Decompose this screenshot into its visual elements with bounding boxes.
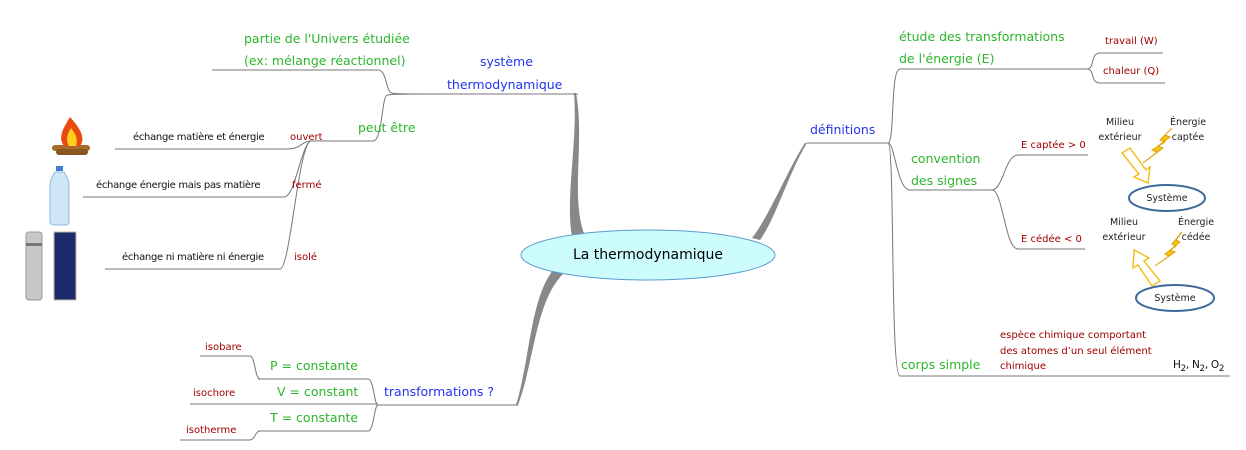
- corps-simple-desc-line1: espèce chimique comportant: [1000, 330, 1147, 341]
- convention-line2: des signes: [911, 173, 978, 188]
- campfire-icon: [52, 117, 90, 155]
- thermos-icon: [25, 231, 77, 301]
- etude-line1: étude des transformations: [899, 29, 1065, 44]
- systeme-cedee: Système: [1154, 293, 1196, 304]
- systeme-ellipse: [1128, 184, 1206, 212]
- systeme-definition-line2: (ex: mélange réactionnel): [244, 53, 406, 68]
- isobare-condition: P = constante: [270, 358, 358, 373]
- corps-simple-label: corps simple: [901, 357, 981, 372]
- etude-line2: de l'énergie (E): [899, 51, 995, 66]
- systeme-ellipse: [1135, 284, 1215, 312]
- isole-desc: échange ni matière ni énergie: [122, 252, 264, 263]
- arrow-in-icon: [1120, 146, 1151, 185]
- isotherme-label: isotherme: [186, 425, 237, 436]
- energy-captee-diagram: [1120, 127, 1206, 212]
- definitions-label[interactable]: définitions: [810, 122, 876, 137]
- ferme-desc: échange énergie mais pas matière: [96, 180, 261, 191]
- e-cedee-label: E cédée < 0: [1021, 234, 1082, 245]
- isobare-label: isobare: [205, 342, 242, 353]
- isole-label: isolé: [294, 252, 318, 263]
- lightning-icon: [1154, 231, 1183, 267]
- e-captee-label: E captée > 0: [1021, 140, 1086, 151]
- peut-etre-label[interactable]: peut être: [358, 120, 416, 135]
- systeme-label-line1[interactable]: système: [480, 54, 533, 69]
- isochore-condition: V = constant: [277, 384, 359, 399]
- isochore-label: isochore: [193, 388, 236, 399]
- corps-simple-desc-line2: des atomes d’un seul élément: [1000, 346, 1152, 357]
- ouvert-label: ouvert: [290, 132, 323, 143]
- transformations-label[interactable]: transformations ?: [384, 384, 495, 399]
- center-node[interactable]: [520, 229, 776, 281]
- convention-line1: convention: [911, 151, 981, 166]
- ferme-label: fermé: [292, 180, 322, 191]
- corps-simple-desc-line3: chimique: [1000, 361, 1046, 372]
- arrow-out-icon: [1132, 248, 1162, 288]
- systeme-label-line2[interactable]: thermodynamique: [447, 77, 563, 92]
- water-bottle-icon: [49, 166, 70, 226]
- energy-cedee-diagram: [1132, 231, 1215, 312]
- ouvert-desc: échange matière et énergie: [133, 132, 265, 143]
- travail-label: travail (W): [1105, 36, 1158, 47]
- lightning-icon: [1142, 127, 1173, 164]
- main-branches: [516, 93, 807, 405]
- corps-simple-examples: H2, N2, O2: [1173, 359, 1225, 375]
- chaleur-label: chaleur (Q): [1103, 66, 1160, 77]
- systeme-definition-line1: partie de l'Univers étudiée: [244, 31, 410, 46]
- sub-branches: [83, 52, 1230, 441]
- center-label[interactable]: La thermodynamique: [572, 247, 724, 263]
- systeme-captee: Système: [1146, 193, 1188, 204]
- isotherme-condition: T = constante: [270, 410, 359, 425]
